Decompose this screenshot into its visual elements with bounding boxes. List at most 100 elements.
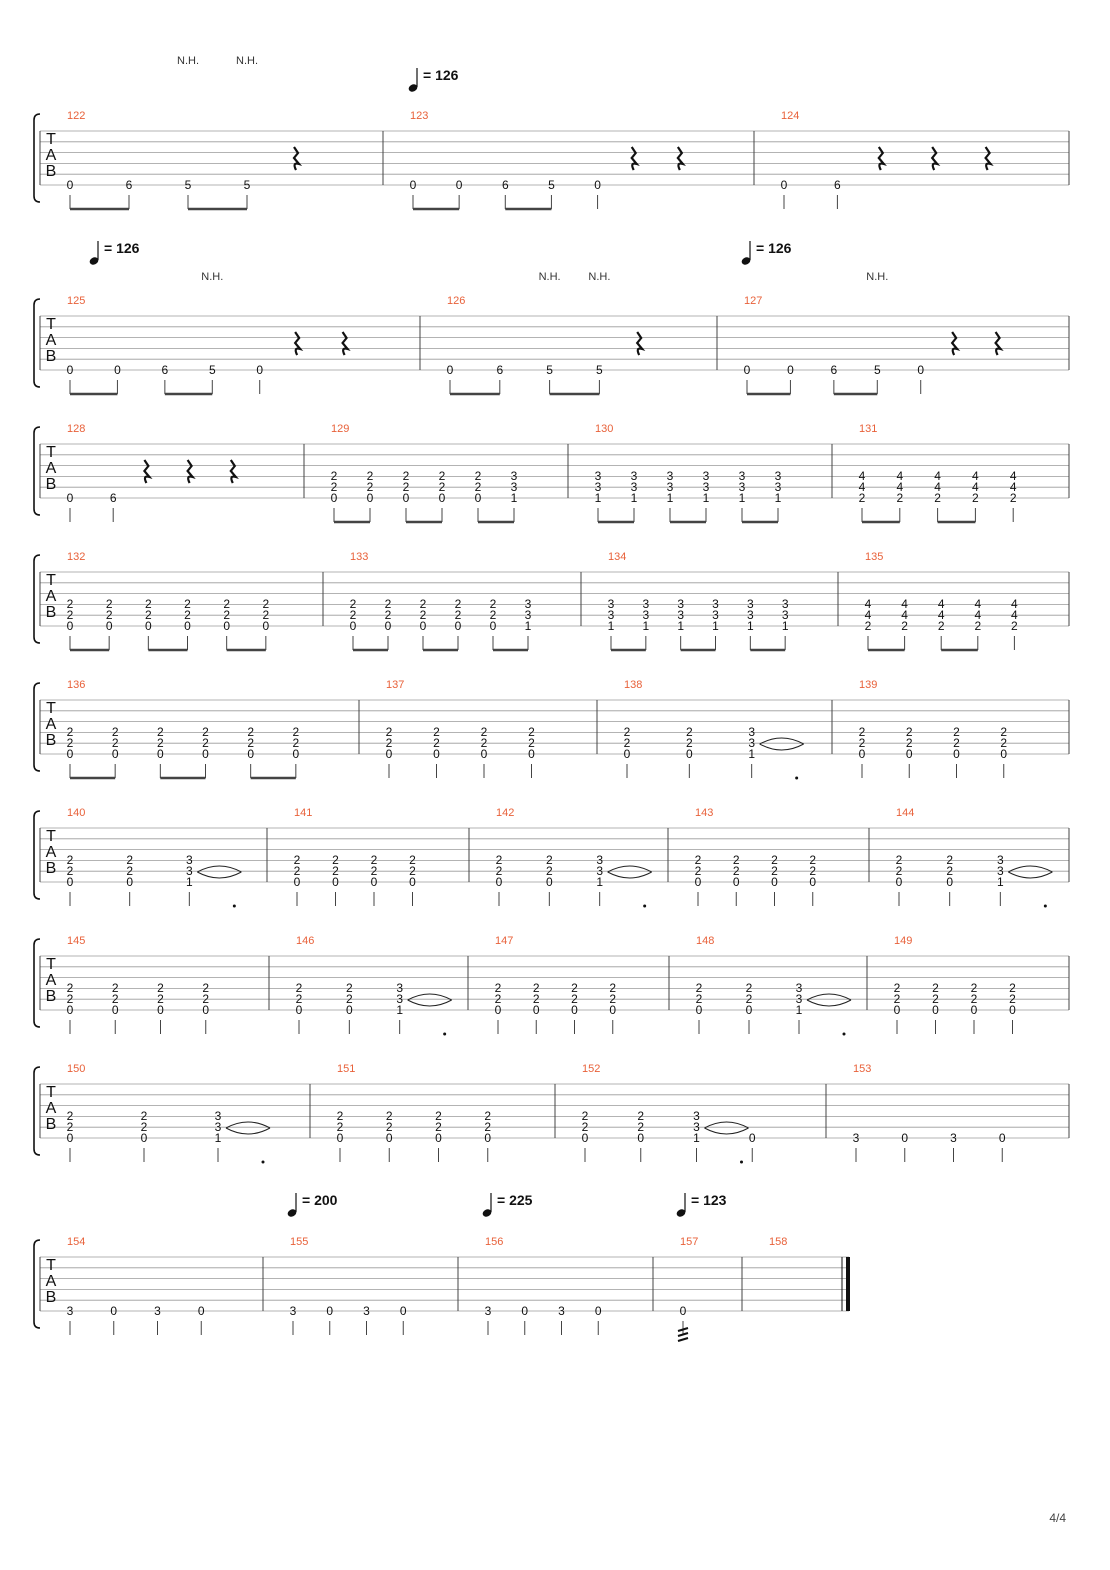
fret-number: 3 [853,1131,860,1145]
fret-number: 0 [932,1003,939,1017]
quarter-rest-icon [930,146,941,171]
fret-number: 2 [481,736,488,750]
fret-number: 2 [906,736,913,750]
fret-number: 0 [112,1003,119,1017]
fret-number: 1 [747,619,754,633]
dot [443,1032,447,1036]
fret-number: 0 [733,875,740,889]
fret-number: 2 [145,608,152,622]
tie-arc [806,993,852,1001]
fret-number: 0 [202,1003,209,1017]
fret-number: 3 [608,608,615,622]
fret-number: 2 [386,1120,393,1134]
fret-number: 2 [484,1109,491,1123]
fret-number: 2 [533,992,540,1006]
fret-number: 2 [67,725,74,739]
fret-number: 2 [1009,992,1016,1006]
dot [232,904,236,908]
fret-number: 2 [695,853,702,867]
fret-number: 3 [703,480,710,494]
fret-number: 2 [292,725,299,739]
quarter-rest-icon [635,331,646,356]
fret-number: 1 [667,491,674,505]
fret-number: 1 [511,491,518,505]
fret-number: 3 [67,1304,74,1318]
fret-number: 4 [859,469,866,483]
fret-number: 2 [337,1109,344,1123]
measure-number: 141 [294,807,312,819]
fret-number: 2 [184,597,191,611]
tab-clef-letter: A [46,1273,57,1290]
measure-number: 143 [695,807,713,819]
fret-number: 2 [67,736,74,750]
quarter-rest-icon [630,146,640,171]
fret-number: 0 [223,619,230,633]
tempo-value: = 123 [691,1192,727,1208]
fret-number: 2 [67,981,74,995]
quarter-rest-icon [984,146,994,171]
fret-number: 2 [112,981,119,995]
fret-number: 3 [525,608,532,622]
fret-number: 6 [162,363,169,377]
fret-number: 5 [185,178,192,192]
fret-number: 4 [865,608,872,622]
fret-number: 0 [435,1131,442,1145]
fret-number: 2 [67,608,74,622]
fret-number: 2 [894,992,901,1006]
fret-number: 2 [385,597,392,611]
tie-arc [759,743,804,751]
quarter-rest-icon [186,459,196,484]
measure-number: 150 [67,1063,85,1075]
tab-clef-letter: A [46,1100,57,1117]
fret-number: 3 [525,597,532,611]
tab-clef-letter: B [46,604,57,621]
system-bracket [33,1066,41,1156]
fret-number: 2 [202,981,209,995]
fret-number: 3 [642,608,649,622]
quarter-rest-icon [994,331,1004,356]
fret-number: 2 [112,992,119,1006]
tremolo-stroke [677,1327,689,1332]
fret-number: 3 [677,608,684,622]
fret-number: 3 [186,864,193,878]
fret-number: 0 [106,619,113,633]
tempo-value: = 126 [423,67,459,83]
tab-clef-letter: A [46,844,57,861]
fret-number: 1 [595,491,602,505]
fret-number: 0 [410,178,417,192]
tremolo-stroke [677,1337,689,1342]
natural-harmonic-label: N.H. [539,271,561,283]
fret-number: 0 [247,747,254,761]
fret-number: 2 [112,736,119,750]
fret-number: 2 [433,736,440,750]
fret-number: 3 [677,597,684,611]
fret-number: 0 [771,875,778,889]
fret-number: 3 [712,608,719,622]
tab-system: TAB1452202202202201462202203311472202202… [33,935,1070,1036]
fret-number: 0 [114,363,121,377]
fret-number: 3 [667,469,674,483]
natural-harmonic-label: N.H. [866,271,888,283]
tie-arc [197,865,242,873]
fret-number: 2 [67,864,74,878]
page-number: 4/4 [1049,1511,1066,1525]
fret-number: 0 [787,363,794,377]
fret-number: 0 [484,1131,491,1145]
quarter-note-icon [408,84,418,92]
tempo-value: = 126 [756,240,792,256]
fret-number: 2 [223,608,230,622]
fret-number: 3 [396,992,403,1006]
fret-number: 2 [292,736,299,750]
fret-number: 2 [386,736,393,750]
fret-number: 6 [496,363,503,377]
tab-clef-letter: A [46,332,57,349]
fret-number: 4 [934,480,941,494]
fret-number: 2 [582,1120,589,1134]
fret-number: 0 [571,1003,578,1017]
fret-number: 5 [596,363,603,377]
fret-number: 0 [433,747,440,761]
fret-number: 0 [946,875,953,889]
fret-number: 2 [439,480,446,494]
fret-number: 2 [896,491,903,505]
